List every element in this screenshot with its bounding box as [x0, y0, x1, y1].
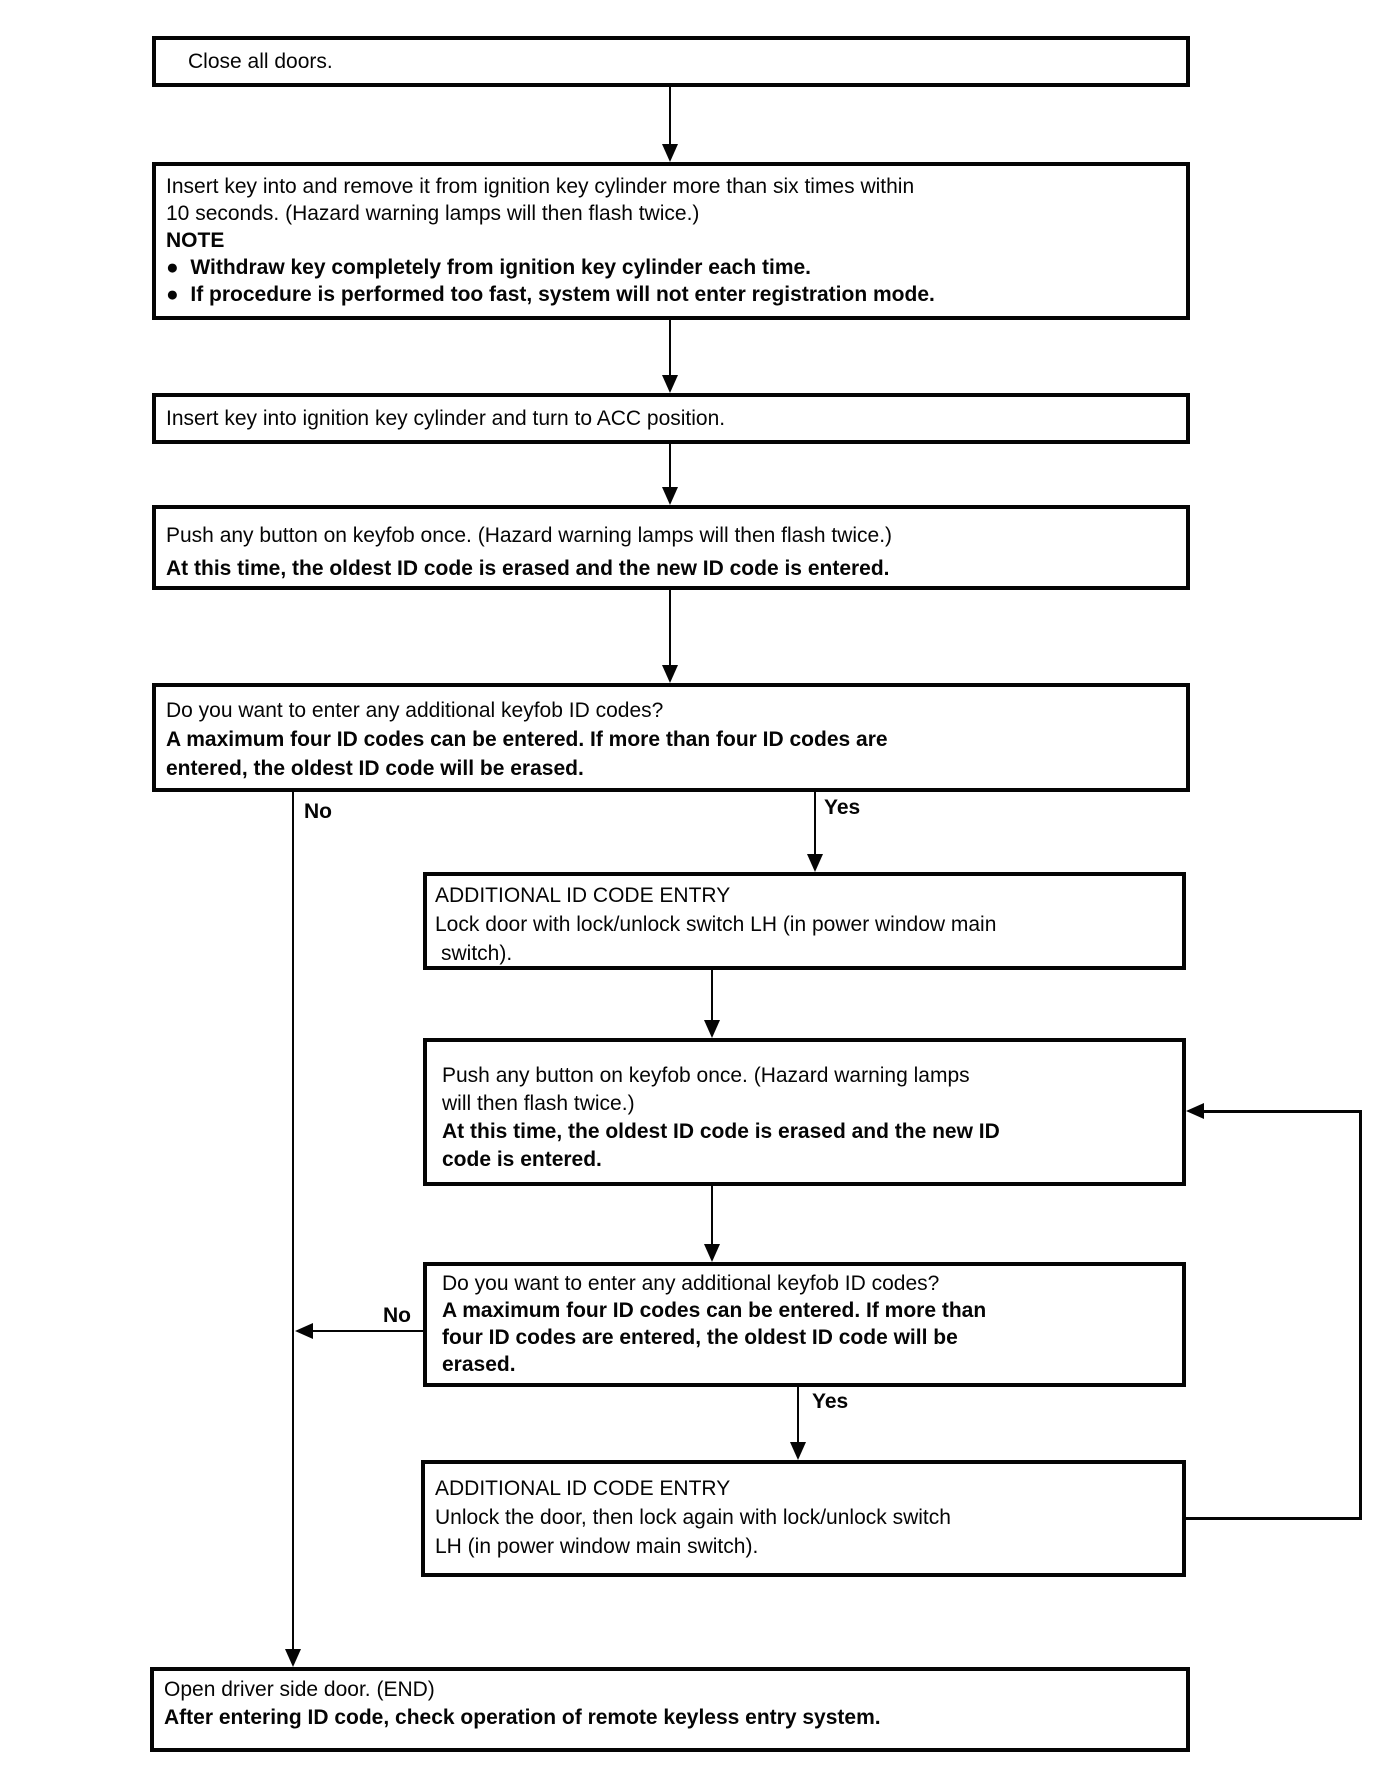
connector-line-box3-box4	[669, 444, 671, 489]
branch-label-yes-second: Yes	[812, 1390, 849, 1413]
connector-line-box2-box3	[669, 320, 671, 377]
box-text-line: At this time, the oldest ID code is eras…	[442, 1120, 1000, 1143]
arrowhead-left-box7	[1186, 1103, 1204, 1119]
box-text-line: LH (in power window main switch).	[435, 1535, 759, 1558]
arrowhead-down-box7	[704, 1020, 720, 1038]
arrowhead-down-box9	[790, 1442, 806, 1460]
box-insert-remove-key: Insert key into and remove it from ignit…	[152, 162, 1190, 320]
box-text-line: switch).	[441, 942, 513, 965]
connector-line-no-branch	[292, 792, 294, 1649]
branch-label-yes-first: Yes	[824, 796, 861, 819]
box-push-button-first: Push any button on keyfob once. (Hazard …	[152, 505, 1190, 590]
box-additional-entry-unlock: ADDITIONAL ID CODE ENTRY Unlock the door…	[421, 1460, 1186, 1577]
box-text-line: code is entered.	[442, 1148, 602, 1171]
connector-line-box7-box8	[711, 1186, 713, 1244]
box-text-line: 10 seconds. (Hazard warning lamps will t…	[166, 202, 700, 225]
connector-line-box4-box5	[669, 590, 671, 667]
connector-line-yes-branch-second	[797, 1387, 799, 1442]
arrowhead-left-no-line	[295, 1323, 313, 1339]
box-text-line: ADDITIONAL ID CODE ENTRY	[435, 1477, 731, 1500]
box-insert-key-acc: Insert key into ignition key cylinder an…	[152, 393, 1190, 444]
box-text-line-note: NOTE	[166, 229, 225, 252]
branch-label-no-second: No	[383, 1304, 411, 1327]
box-text-line: A maximum four ID codes can be entered. …	[442, 1299, 987, 1322]
connector-line-box1-box2	[669, 87, 671, 146]
box-open-door-end: Open driver side door. (END) After enter…	[150, 1667, 1190, 1752]
loop-line-right	[1359, 1110, 1362, 1520]
box-text-line: Close all doors.	[188, 49, 333, 73]
arrowhead-down-box2	[662, 144, 678, 162]
connector-line-box6-box7	[711, 970, 713, 1020]
connector-line-yes-branch-first	[814, 792, 816, 856]
arrowhead-down-box4	[662, 487, 678, 505]
box-additional-question-first: Do you want to enter any additional keyf…	[152, 683, 1190, 792]
box-text-line: At this time, the oldest ID code is eras…	[166, 557, 890, 580]
box-text-line: Unlock the door, then lock again with lo…	[435, 1506, 951, 1529]
box-text-line: Do you want to enter any additional keyf…	[442, 1272, 940, 1295]
loop-line-top	[1202, 1110, 1362, 1113]
box-close-all-doors: Close all doors.	[152, 36, 1190, 87]
box-text-line: ADDITIONAL ID CODE ENTRY	[435, 884, 731, 907]
box-text-line: Lock door with lock/unlock switch LH (in…	[435, 913, 997, 936]
box-text-line: four ID codes are entered, the oldest ID…	[442, 1326, 958, 1349]
arrowhead-down-final-box	[285, 1649, 301, 1667]
box-text-line: erased.	[442, 1353, 516, 1376]
box-text-bullet-line: ● If procedure is performed too fast, sy…	[166, 283, 935, 306]
box-push-button-second: Push any button on keyfob once. (Hazard …	[423, 1038, 1186, 1186]
box-text-line: will then flash twice.)	[442, 1092, 635, 1115]
box-text-line: Do you want to enter any additional keyf…	[166, 699, 664, 722]
branch-label-no-first: No	[304, 800, 332, 823]
arrowhead-down-box6	[807, 854, 823, 872]
box-text-line: After entering ID code, check operation …	[164, 1706, 881, 1729]
box-additional-question-second: Do you want to enter any additional keyf…	[423, 1262, 1186, 1387]
box-text-bullet-line: ● Withdraw key completely from ignition …	[166, 256, 812, 279]
box-text-line: entered, the oldest ID code will be eras…	[166, 757, 584, 780]
box-text-line: Insert key into ignition key cylinder an…	[166, 406, 726, 430]
connector-line-no-branch-second	[311, 1330, 423, 1332]
box-text-line: Open driver side door. (END)	[164, 1678, 435, 1701]
box-additional-entry-lock: ADDITIONAL ID CODE ENTRY Lock door with …	[423, 872, 1186, 970]
box-text-line: A maximum four ID codes can be entered. …	[166, 728, 888, 751]
arrowhead-down-box8	[704, 1244, 720, 1262]
arrowhead-down-box3	[662, 375, 678, 393]
box-text-line: Insert key into and remove it from ignit…	[166, 175, 915, 198]
arrowhead-down-box5	[662, 665, 678, 683]
box-text-line: Push any button on keyfob once. (Hazard …	[166, 524, 893, 547]
box-text-line: Push any button on keyfob once. (Hazard …	[442, 1064, 970, 1087]
loop-line-bottom	[1186, 1517, 1362, 1520]
